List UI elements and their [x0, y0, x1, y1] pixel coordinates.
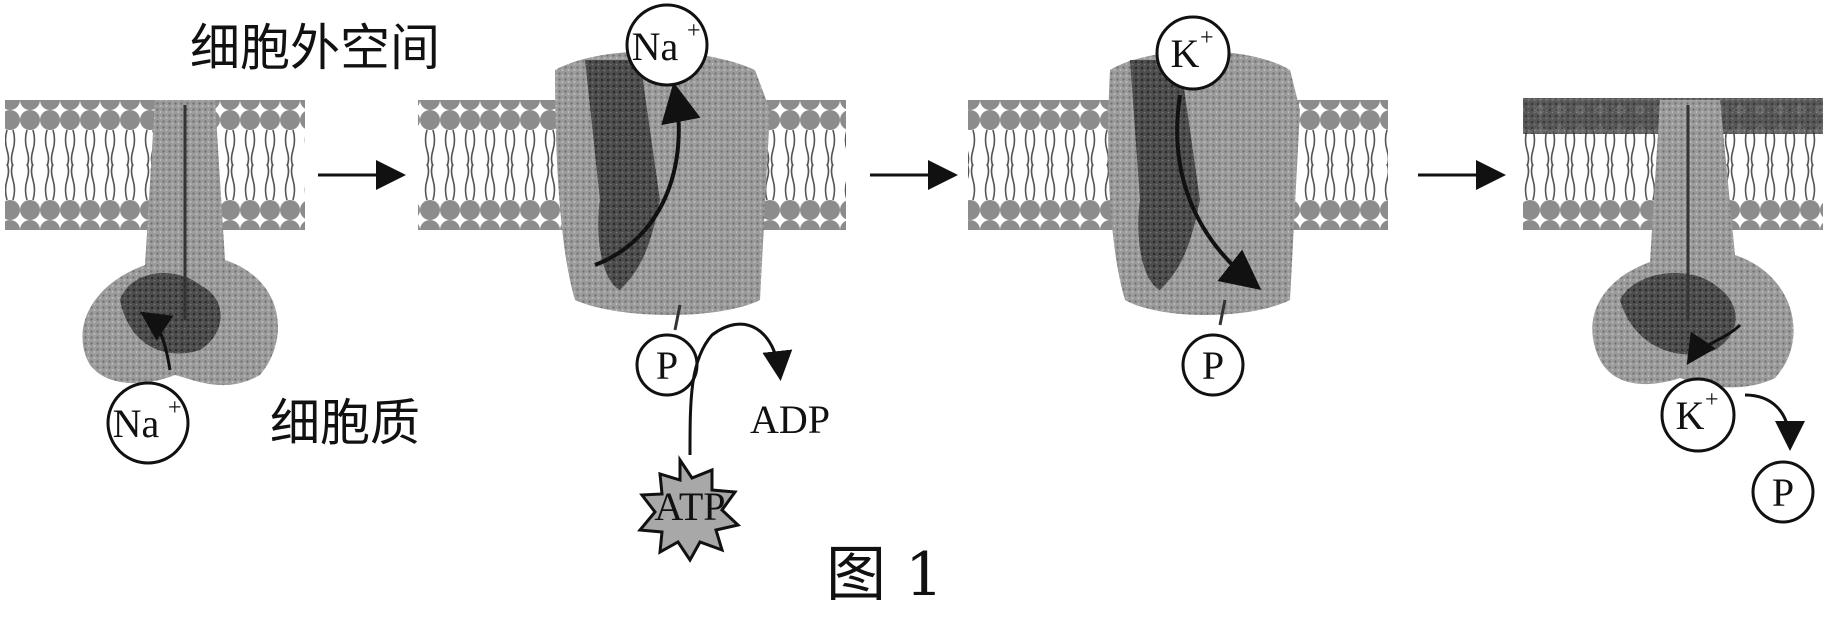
k-exit-arrow	[1686, 323, 1742, 365]
svg-text:P: P	[1772, 470, 1794, 515]
svg-text:P: P	[1202, 343, 1224, 388]
stage-2-pump-release-na: Na + P ADP ATP	[418, 3, 846, 563]
adp-label: ADP	[750, 397, 830, 442]
svg-text:+: +	[687, 18, 701, 44]
pump-protein	[555, 51, 770, 315]
k-ion-stage3: K +	[1155, 15, 1231, 91]
svg-text:+: +	[1705, 387, 1719, 413]
stage-3-pump-bind-k: K + P	[968, 15, 1388, 397]
atp-to-adp-arrow	[688, 322, 793, 456]
phosphate-stage2: P	[635, 333, 699, 397]
k-entry-arrow	[1175, 94, 1262, 290]
na-ion-stage2: Na +	[625, 3, 709, 87]
svg-text:Na: Na	[632, 24, 679, 69]
atp-burst: ATP	[637, 455, 742, 563]
stage-1-pump-open-inward: Na +	[5, 100, 305, 465]
na-exit-arrow	[594, 82, 701, 267]
pump-dark-region	[1130, 60, 1200, 290]
svg-text:+: +	[168, 395, 182, 421]
phosphate-stage3: P	[1181, 333, 1245, 397]
na-ion-stage1: Na +	[106, 381, 190, 465]
svg-text:K: K	[1171, 31, 1200, 76]
phosphate-bond	[673, 304, 682, 331]
svg-text:Na: Na	[113, 401, 160, 446]
stage-4-pump-release-k: K + P	[1523, 98, 1823, 524]
phosphate-stage4: P	[1751, 460, 1815, 524]
svg-text:P: P	[656, 343, 678, 388]
svg-text:ATP: ATP	[654, 484, 725, 529]
svg-text:+: +	[1200, 25, 1214, 51]
na-entry-arrow	[140, 311, 174, 371]
k-ion-stage4: K +	[1660, 377, 1736, 453]
cytoplasm-label: 细胞质	[270, 394, 420, 452]
svg-text:K: K	[1676, 393, 1705, 438]
figure-caption: 图 1	[826, 540, 943, 610]
extracellular-label: 细胞外空间	[190, 19, 440, 77]
phosphate-release-arrow	[1744, 393, 1805, 451]
phosphate-bond	[1218, 299, 1227, 326]
